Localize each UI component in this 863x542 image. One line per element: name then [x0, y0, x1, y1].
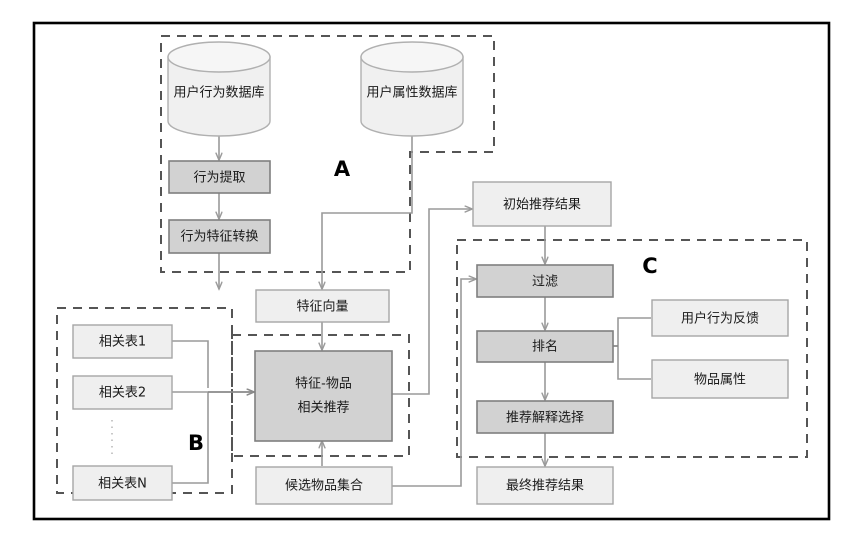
connector-profiledb-to-featurevector	[322, 136, 413, 289]
node-user-behavior-db[interactable]: 用户行为数据库	[167, 41, 271, 137]
group-c-boundary	[456, 239, 808, 458]
group-a-boundary	[160, 35, 495, 273]
node-related-table-1[interactable]: 相关表1	[72, 324, 173, 359]
node-related-table-n[interactable]: 相关表N	[72, 465, 173, 501]
node-feature-vector[interactable]: 特征向量	[255, 289, 390, 323]
node-ranking[interactable]: 排名	[476, 330, 614, 363]
connector-rec-to-initialresult	[392, 209, 472, 395]
connector-tablen-bus	[172, 392, 209, 484]
node-related-table-2[interactable]: 相关表2	[72, 375, 173, 410]
node-final-rec-result[interactable]: 最终推荐结果	[476, 466, 614, 505]
node-user-behavior-feedback[interactable]: 用户行为反馈	[651, 299, 789, 337]
node-rec-explanation-select[interactable]: 推荐解释选择	[476, 400, 614, 434]
node-candidate-item-set[interactable]: 候选物品集合	[255, 466, 393, 505]
group-a-letter: A	[334, 157, 351, 181]
node-behavior-feature-transform[interactable]: 行为特征转换	[168, 219, 271, 254]
node-feature-item-recommendation[interactable]: 特征-物品 相关推荐	[254, 350, 393, 442]
group-b-letter: B	[188, 431, 204, 455]
group-c-letter: C	[642, 254, 657, 278]
connector-candidate-to-filter	[392, 279, 476, 487]
node-user-profile-db[interactable]: 用户属性数据库	[360, 41, 464, 137]
connector-itemattr-bus	[617, 346, 651, 380]
connector-table1-bus	[172, 340, 209, 388]
node-filter[interactable]: 过滤	[476, 264, 614, 298]
connector-feedback-bus	[617, 317, 651, 346]
center-module-boundary	[231, 334, 410, 457]
node-initial-rec-result[interactable]: 初始推荐结果	[472, 181, 612, 227]
node-item-attribute[interactable]: 物品属性	[651, 359, 789, 399]
group-b-boundary	[56, 307, 233, 494]
diagram-frame	[32, 21, 831, 521]
node-behavior-extract[interactable]: 行为提取	[168, 160, 271, 194]
